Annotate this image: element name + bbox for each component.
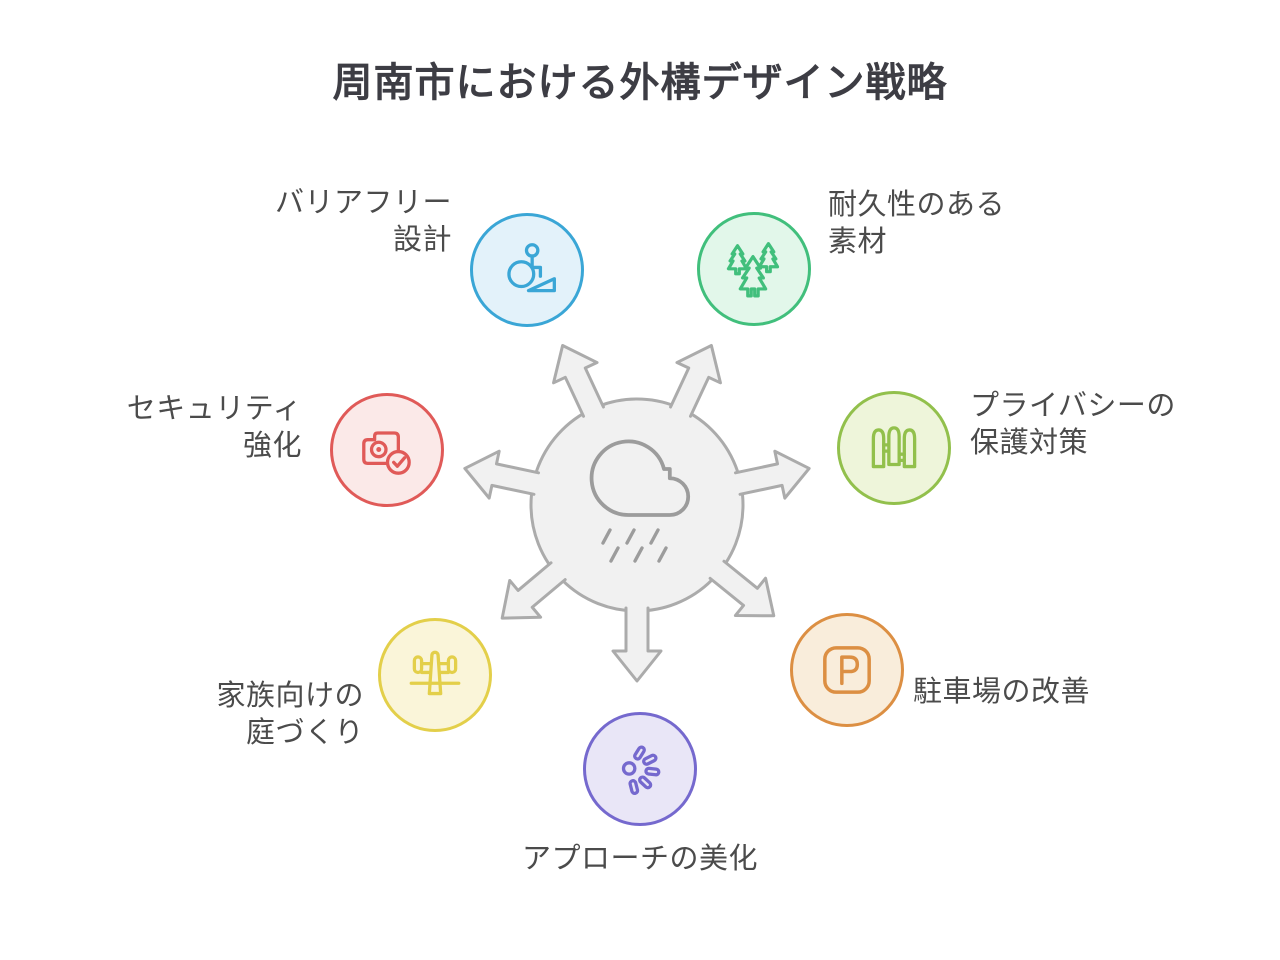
pine-tree-small-right — [759, 244, 777, 272]
arrow-up-right — [669, 343, 722, 418]
arrow-down — [611, 606, 663, 683]
arrow-down-left — [500, 561, 567, 620]
node-label-family-garden: 家族向けの 庭づくり — [216, 680, 364, 749]
pine-tree-small-left — [728, 246, 746, 274]
node-label-barrier-free: バリアフリー 設計 — [274, 187, 452, 256]
node-label-security: セキュリティ 強化 — [126, 393, 302, 462]
arrow-left — [463, 449, 541, 500]
stepping-stones-icon — [621, 745, 661, 796]
pine-trees-icon — [721, 236, 787, 302]
pine-tree-large — [740, 257, 765, 296]
node-circle-parking — [790, 613, 904, 727]
rain-cloud-icon — [589, 439, 691, 563]
node-label-parking: 駐車場の改善 — [913, 676, 1091, 708]
radial-arrows — [463, 343, 811, 683]
node-label-approach: アプローチの美化 — [521, 843, 758, 875]
security-camera-icon — [362, 431, 411, 475]
node-circle-family-garden — [378, 618, 492, 732]
playground-seesaw-icon — [409, 650, 461, 696]
node-circle-security — [330, 393, 444, 507]
fence-icon — [871, 426, 917, 469]
node-circle-durable-materials — [697, 212, 811, 326]
arrow-down-right — [708, 559, 776, 618]
node-circle-barrier-free — [470, 213, 584, 327]
arrow-right — [733, 449, 811, 500]
node-label-durable-materials: 耐久性のある 素材 — [828, 189, 1006, 258]
node-label-privacy: プライバシーの 保護対策 — [970, 390, 1176, 459]
rain-drops — [601, 528, 668, 563]
arrow-up-left — [552, 343, 605, 418]
node-circle-privacy — [837, 391, 951, 505]
wheelchair-ramp-icon — [507, 243, 556, 293]
center-hub — [463, 343, 811, 683]
node-circle-approach — [583, 712, 697, 826]
parking-sign-icon — [823, 646, 871, 694]
page-title: 周南市における外構デザイン戦略 — [332, 61, 948, 105]
